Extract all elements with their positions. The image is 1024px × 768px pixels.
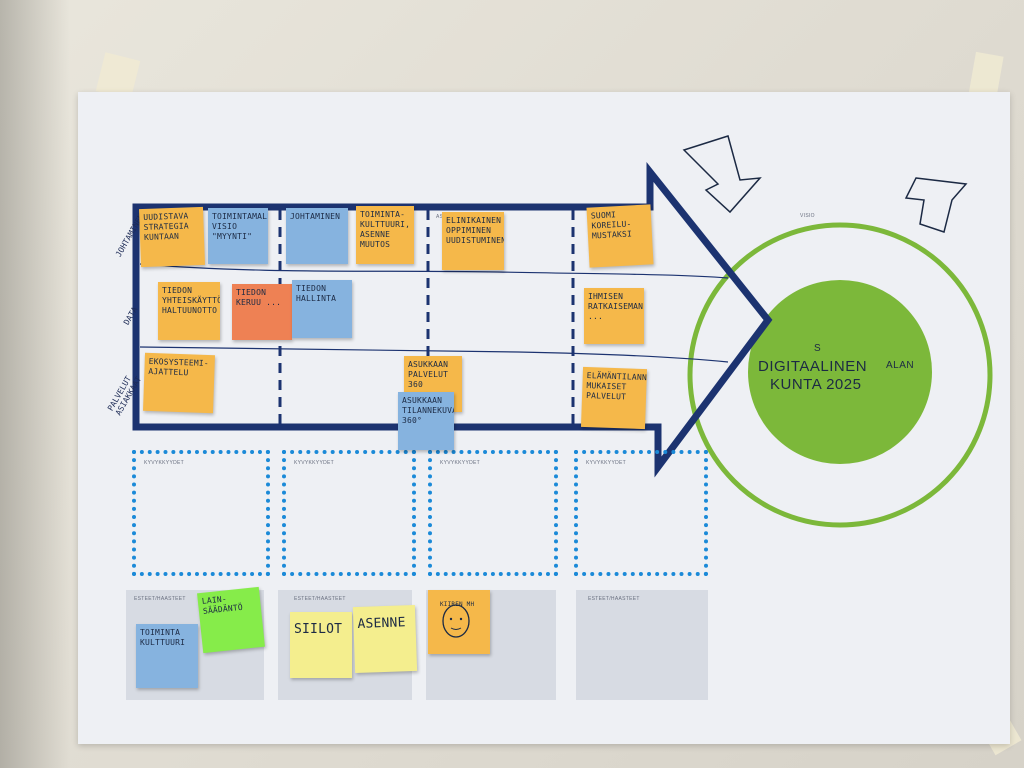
vision-text-line2: KUNTA 2025 [770,376,862,393]
kyvykkyydet-box-3 [428,450,558,576]
kyvykkyydet-box-1 [132,450,270,576]
esteet-label-3: ESTEET/HAASTEET [588,596,640,602]
hand-arrow-2 [904,177,968,233]
vision-correction-right: ALAN [886,360,915,371]
sticky-note: ELINIKAINEN OPPIMINEN UUDISTUMINEN [442,212,504,270]
sticky-note: IHMISEN RATKAISEMAN ... [584,288,644,344]
sticky-note: EKOSYSTEEMI-AJATTELU [143,352,215,414]
poster-graphics [132,135,993,528]
hand-arrow-1 [682,135,762,214]
sticky-note: UUDISTAVA STRATEGIA KUNTAAN [139,206,205,268]
kyvykkyydet-label-1: KYVYKKYYDET [144,460,184,466]
sticky-note: SIILOT [290,612,352,678]
vision-circle [748,280,932,464]
kyvykkyydet-label-4: KYVYKKYYDET [586,460,626,466]
visio-label: VISIO [800,213,815,219]
kyvykkyydet-box-4 [574,450,708,576]
sticky-note: TOIMINTAMALLIN VISIO "MYYNTI" [208,208,268,264]
row-line-2 [139,346,729,363]
sticky-note: TIEDON HALLINTA [292,280,352,338]
wall-shadow [0,0,70,768]
esteet-box-4 [576,590,708,700]
sticky-note: TIEDON KERUU ... [232,284,292,340]
ask-label: ASK [436,214,447,220]
vision-correction-top: S [814,343,822,354]
esteet-label-1: ESTEET/HAASTEET [134,596,186,602]
sticky-note: ELÄMÄNTILANNE-MUKAISET PALVELUT [580,366,648,430]
road-arrow [132,161,773,478]
kyvykkyydet-label-2: KYVYKKYYDET [294,460,334,466]
sticky-note: TOIMINTA-KULTTUURI, ASENNE MUUTOS [356,206,414,264]
sticky-note: SUOMI KOREILU-MUSTAKSI [586,204,654,268]
sticky-note: ASENNE [352,604,418,674]
sticky-note: TIEDON YHTEISKÄYTTÖ, HALTUUNOTTO [158,282,220,340]
face-doodle-icon [442,604,470,638]
sticky-note: TOIMINTA KULTTUURI [136,624,198,688]
esteet-label-2: ESTEET/HAASTEET [294,596,346,602]
vision-ring [687,222,993,528]
sticky-note: LAIN-SÄÄDÄNTÖ [197,586,265,654]
poster: JOHTAMINEN DATA PALVELUT ASIAKKAAT ASK V… [78,92,1010,744]
kyvykkyydet-label-3: KYVYKKYYDET [440,460,480,466]
kyvykkyydet-box-2 [282,450,416,576]
vision-text-line1: DIGITAALINEN [758,358,868,375]
sticky-note: JOHTAMINEN [286,208,348,264]
row-line-1 [139,263,729,279]
sticky-note: ASUKKAAN TILANNEKUVA 360° [398,392,454,450]
